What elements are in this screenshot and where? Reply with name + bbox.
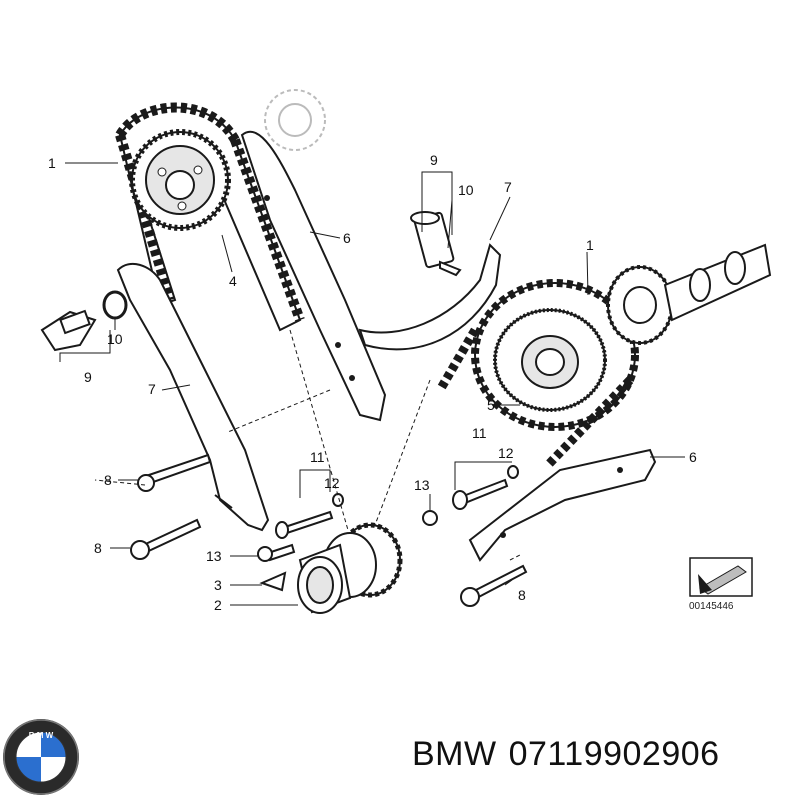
- bolt-left-upper: [137, 453, 212, 492]
- svg-text:B M W: B M W: [29, 731, 54, 740]
- leader-lines: [59, 162, 685, 606]
- part-caption: BMW 07119902906: [412, 735, 732, 774]
- bmw-logo: B M W: [3, 719, 79, 795]
- alignment-dashes: [94, 329, 521, 561]
- callout-8-b: 8: [94, 540, 102, 556]
- bolt-right-lower: [460, 564, 528, 607]
- callout-1-left: 1: [48, 155, 56, 171]
- right-cam-sprocket: [436, 279, 639, 469]
- callout-7-left: 7: [148, 381, 156, 397]
- callout-13-a: 13: [206, 548, 222, 564]
- callout-8-c: 8: [518, 587, 526, 603]
- bolt-13-right: [422, 465, 519, 526]
- reference-box: [689, 557, 753, 597]
- callout-12-b: 12: [498, 445, 514, 461]
- callout-3: 3: [214, 577, 222, 593]
- callout-9-left: 9: [84, 369, 92, 385]
- background-gear-top: [264, 89, 326, 151]
- bolt-13-center: [257, 493, 344, 562]
- callout-1-right: 1: [586, 237, 594, 253]
- callout-6-right: 6: [689, 449, 697, 465]
- reference-number: 00145446: [689, 601, 734, 612]
- upper-guide-rail: [240, 130, 387, 422]
- callout-5: 5: [487, 397, 495, 413]
- callout-6-top: 6: [343, 230, 351, 246]
- camshaft-right: [606, 243, 772, 345]
- chain-tensioner-top: [410, 211, 462, 277]
- caption-brand: BMW: [412, 735, 497, 773]
- bolt-left-lower: [130, 518, 202, 560]
- callout-12-a: 12: [324, 475, 340, 491]
- caption-part-number: 07119902906: [508, 735, 720, 773]
- tensioner-plug-left: [40, 290, 128, 352]
- crankshaft-sprocket: [259, 522, 403, 614]
- callout-11-a: 11: [310, 449, 325, 465]
- callout-4: 4: [229, 273, 237, 289]
- callout-2: 2: [214, 597, 222, 613]
- callout-11-b: 11: [472, 425, 487, 441]
- right-upper-guide: [358, 243, 502, 351]
- left-tensioning-rail: [116, 262, 270, 532]
- callout-7-top: 7: [504, 179, 512, 195]
- callout-10-top: 10: [458, 182, 474, 198]
- left-cam-sprocket: [115, 102, 305, 332]
- callout-10-left: 10: [107, 331, 123, 347]
- lower-right-guide-rail: [468, 448, 657, 562]
- callout-8-a: 8: [104, 472, 112, 488]
- callout-13-b: 13: [414, 477, 430, 493]
- callout-9-top: 9: [430, 152, 438, 168]
